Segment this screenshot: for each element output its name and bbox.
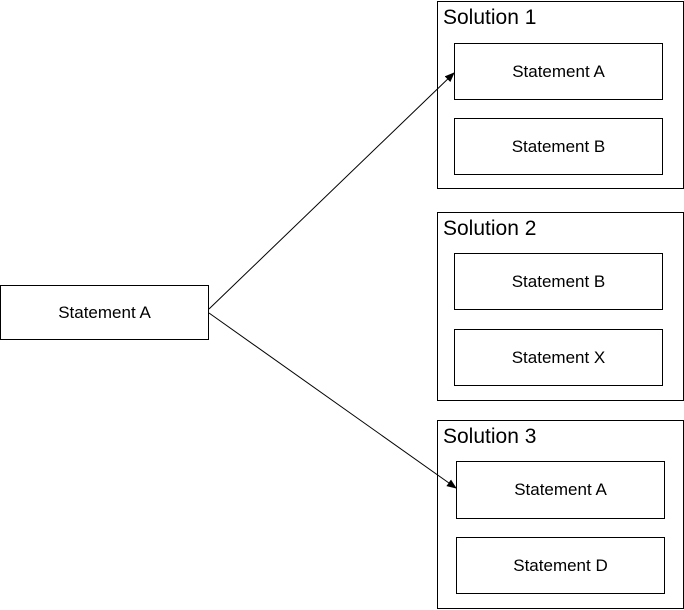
arrow-to-solution-1 [208, 72, 455, 310]
solution-2-statement-2: Statement X [454, 329, 663, 386]
solution-2-statement-2-label: Statement X [511, 347, 606, 367]
solution-1-group: Solution 1 Statement A Statement B [437, 1, 684, 189]
solution-3-statement-1-label: Statement A [514, 480, 607, 499]
solution-3-title: Solution 3 [443, 425, 537, 448]
solution-2-title: Solution 2 [443, 217, 537, 240]
solution-3-statement-2: Statement D [456, 537, 665, 594]
solution-3-statement-2-label: Statement D [513, 555, 608, 575]
solution-2-statement-1: Statement B [454, 253, 663, 310]
solution-3-statement-1: Statement A [456, 461, 665, 519]
solution-1-statement-2-label: Statement B [511, 136, 606, 156]
solution-1-statement-1-label: Statement A [512, 61, 605, 81]
solution-2-statement-1-label: Statement B [511, 271, 606, 291]
solution-1-statement-1: Statement A [454, 43, 663, 100]
solution-2-group: Solution 2 Statement B Statement X [437, 212, 684, 401]
source-statement-box: Statement A [0, 285, 209, 340]
solution-1-title: Solution 1 [443, 6, 537, 29]
arrow-to-solution-3 [208, 312, 457, 489]
solution-1-statement-2: Statement B [454, 118, 663, 175]
source-statement-label: Statement A [58, 302, 151, 322]
solution-3-group: Solution 3 Statement A Statement D [437, 420, 684, 609]
